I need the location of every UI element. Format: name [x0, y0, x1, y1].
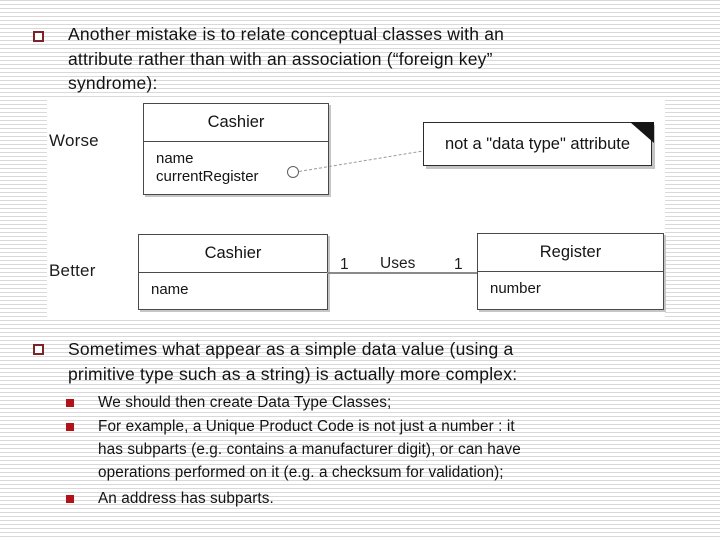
bullet-filled-square-icon: [66, 495, 74, 503]
attribute-name: name: [156, 150, 194, 167]
uml-figure: Worse Cashier name currentRegister not a…: [47, 97, 665, 320]
attribute-currentregister: currentRegister: [156, 167, 259, 185]
note-text: not a "data type" attribute: [444, 134, 631, 153]
sub-bullet-3-text: An address has subparts.: [98, 487, 688, 510]
bullet-2-line-1: Sometimes what appear as a simple data v…: [68, 339, 514, 359]
class-title: Register: [478, 234, 663, 272]
worse-cashier-class-box: Cashier name currentRegister: [143, 103, 329, 195]
bullet-1-line-3: syndrome):: [68, 73, 158, 93]
sub-bullet-2-text: For example, a Unique Product Code is no…: [98, 415, 688, 484]
class-title: Cashier: [139, 235, 327, 273]
class-attributes: name currentRegister: [144, 142, 328, 185]
sub-bullet-2-line-1: For example, a Unique Product Code is no…: [98, 418, 515, 435]
worse-label: Worse: [49, 131, 99, 150]
better-label: Better: [49, 261, 96, 280]
sub-bullet-1-line-1: We should then create Data Type Classes;: [98, 394, 392, 411]
class-title: Cashier: [144, 104, 328, 142]
multiplicity-right: 1: [454, 256, 463, 273]
bullet-1-text: Another mistake is to relate conceptual …: [68, 22, 643, 96]
attribute-number: number: [490, 280, 541, 297]
note-fold-icon: [630, 122, 654, 143]
association-line: [327, 272, 477, 274]
multiplicity-left: 1: [340, 256, 349, 273]
uml-note-box: not a "data type" attribute: [423, 122, 654, 166]
sub-bullet-2-line-3: operations performed on it (e.g. a check…: [98, 464, 504, 481]
bullet-2-line-2: primitive type such as a string) is actu…: [68, 363, 518, 384]
bullet-1-line-2: attribute rather than with an associatio…: [68, 48, 493, 69]
connector-circle-icon: [287, 166, 299, 178]
register-class-box: Register number: [477, 233, 664, 310]
class-attributes: number: [478, 272, 663, 298]
bullet-1-line-1: Another mistake is to relate conceptual …: [68, 24, 505, 44]
better-cashier-class-box: Cashier name: [138, 234, 328, 310]
sub-bullet-2-line-2: has subparts (e.g. contains a manufactur…: [98, 441, 521, 458]
bullet-open-square-icon: [33, 344, 44, 355]
class-attributes: name: [139, 273, 327, 299]
attribute-name: name: [151, 281, 189, 298]
sub-bullet-3-line-1: An address has subparts.: [98, 490, 274, 507]
bullet-filled-square-icon: [66, 423, 74, 431]
sub-bullet-1-text: We should then create Data Type Classes;: [98, 391, 688, 414]
bullet-2-text: Sometimes what appear as a simple data v…: [68, 337, 643, 386]
bullet-open-square-icon: [33, 31, 44, 42]
bullet-filled-square-icon: [66, 399, 74, 407]
association-name: Uses: [380, 255, 416, 272]
